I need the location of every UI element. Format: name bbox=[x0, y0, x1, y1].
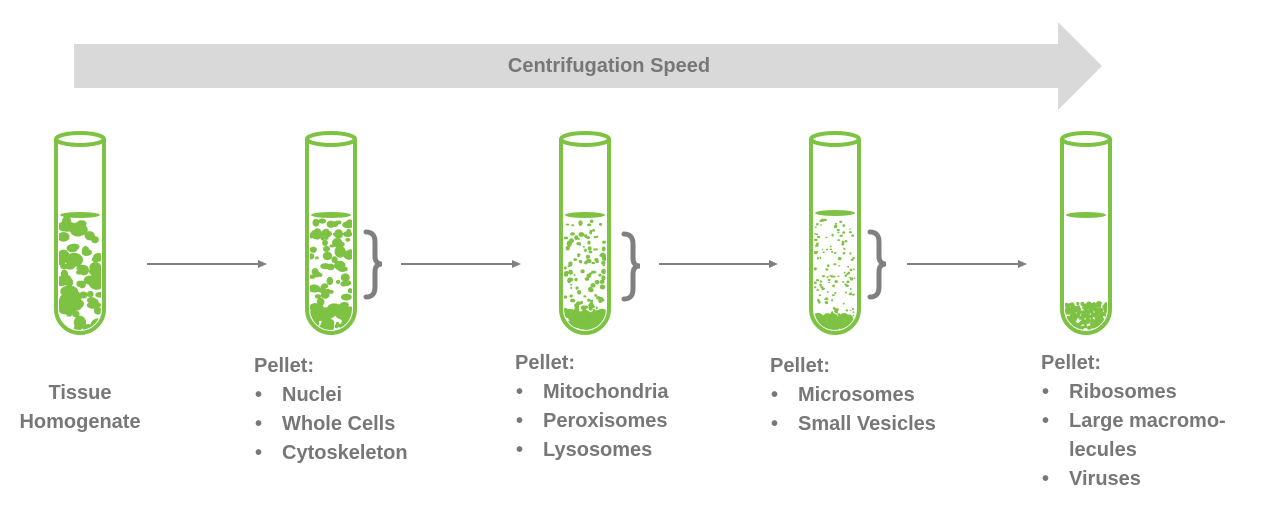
pellet-caption-4: Pellet: Ribosomes Large macromo-lecules … bbox=[1041, 349, 1226, 494]
pellet-item: Small Vesicles bbox=[770, 410, 936, 439]
test-tube bbox=[1060, 131, 1112, 335]
pellet-item: Ribosomes bbox=[1041, 378, 1226, 407]
brace-1 bbox=[363, 229, 383, 300]
pellet-list: Microsomes Small Vesicles bbox=[770, 381, 936, 439]
test-tube bbox=[559, 131, 611, 335]
pellet-heading: Pellet: bbox=[515, 352, 576, 374]
pellet-item: Mitochondria bbox=[515, 378, 669, 407]
test-tube bbox=[809, 131, 861, 335]
tube-contents bbox=[814, 218, 856, 330]
test-tubes bbox=[54, 131, 1112, 335]
pellet-item: Lysosomes bbox=[515, 436, 669, 465]
stage-label-tissue-homogenate: Tissue Homogenate bbox=[5, 379, 155, 437]
pellet-item: Peroxisomes bbox=[515, 407, 669, 436]
flow-arrow-3 bbox=[659, 260, 778, 268]
pellet-item: Nuclei bbox=[254, 381, 408, 410]
pellet-item: Viruses bbox=[1041, 465, 1226, 494]
pellet-list: Ribosomes Large macromo-lecules Viruses bbox=[1041, 378, 1226, 494]
stage-label-line: Homogenate bbox=[19, 411, 141, 433]
flow-arrow-2 bbox=[401, 260, 521, 268]
pellet-item-line: lecules bbox=[1069, 439, 1137, 461]
speed-label: Centrifugation Speed bbox=[507, 55, 711, 77]
pellet-heading: Pellet: bbox=[770, 355, 831, 377]
pellet-item: Large macromo-lecules bbox=[1041, 407, 1226, 465]
pellet-caption-3: Pellet: Microsomes Small Vesicles bbox=[770, 352, 936, 439]
pellet-caption-1: Pellet: Nuclei Whole Cells Cytoskeleton bbox=[254, 352, 408, 468]
brace-3 bbox=[867, 229, 887, 300]
tube-contents bbox=[310, 218, 352, 330]
pellet-list: Nuclei Whole Cells Cytoskeleton bbox=[254, 381, 408, 468]
speed-arrow bbox=[74, 22, 1102, 110]
tube-contents bbox=[59, 216, 101, 330]
pellet-caption-2: Pellet: Mitochondria Peroxisomes Lysosom… bbox=[515, 349, 669, 465]
pellet-item-line: Large macromo- bbox=[1069, 410, 1226, 432]
tube-contents bbox=[564, 219, 606, 330]
pellet-item: Microsomes bbox=[770, 381, 936, 410]
test-tube bbox=[54, 131, 106, 335]
test-tube bbox=[305, 131, 357, 335]
pellet-heading: Pellet: bbox=[254, 355, 315, 377]
flow-arrow-4 bbox=[907, 260, 1027, 268]
pellet-item: Whole Cells bbox=[254, 410, 408, 439]
brace-2 bbox=[621, 231, 641, 302]
flow-arrow-1 bbox=[147, 260, 267, 268]
stage-label-line: Tissue bbox=[48, 382, 112, 404]
pellet-heading: Pellet: bbox=[1041, 352, 1102, 374]
pellet-list: Mitochondria Peroxisomes Lysosomes bbox=[515, 378, 669, 465]
pellet-item: Cytoskeleton bbox=[254, 439, 408, 468]
